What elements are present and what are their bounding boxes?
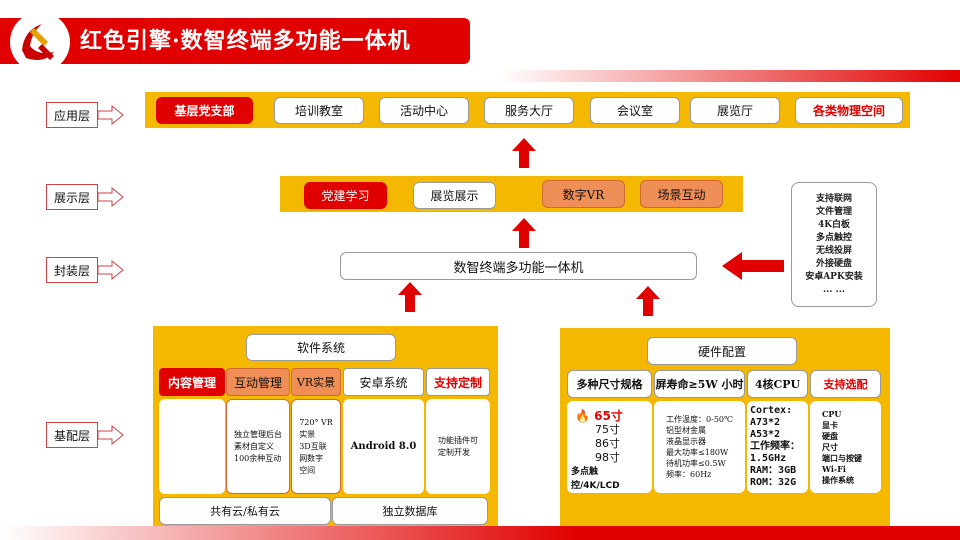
arrow-up-icon [398,282,422,312]
feature-item: 外接硬盘 [815,259,852,269]
arrow-right-icon [98,260,124,280]
features-box: 支持联网 文件管理 4K白板 多点触控 无线投屏 外接硬盘 安卓APK安装 ..… [791,182,877,307]
display-item-party-study[interactable]: 党建学习 [304,182,387,209]
hardware-tab-options[interactable]: 支持选配 [810,370,881,398]
app-item-service-hall[interactable]: 服务大厅 [484,97,574,124]
layer-label-package: 封装层 [46,257,98,283]
software-cloud: 共有云/私有云 [159,497,331,525]
software-title: 软件系统 [246,334,396,361]
hardware-cell-cpu: Cortex: A73*2 A53*2 工作频率： 1.5GHz RAM：3GB… [747,401,808,493]
app-item-exhibition-hall[interactable]: 展览厅 [690,97,780,124]
software-cell-vr: 720° VR 实景 3D互联 网数字 空间 [291,399,341,494]
size-item: 75寸 [595,423,620,436]
software-cell-content: 独立管理后台 素材自定义 [159,399,225,494]
software-cell-custom: 功能插件可 定制开发 [426,399,490,494]
size-item: 86寸 [595,437,620,450]
hardware-tab-cpu[interactable]: 4核CPU [747,370,808,398]
hardware-cell-screen: 工作温度：0-50℃ 铝型材金属 液晶显示器 最大功率≤180W 待机功率≤0.… [654,401,745,493]
software-cell-interaction: 独立管理后台 素材自定义 100余种互动 [226,399,290,494]
app-item-activity[interactable]: 活动中心 [379,97,469,124]
package-box: 数智终端多功能一体机 [340,252,697,280]
hardware-cell-sizes: 🔥 65寸 75寸 86寸 98寸 多点触控/4K/LCD [567,401,652,493]
display-item-digital-vr[interactable]: 数字VR [542,180,625,208]
arrow-right-icon [98,105,124,125]
software-tab-content[interactable]: 内容管理 [159,368,225,396]
party-emblem-icon [8,10,72,74]
feature-item: 安卓APK安装 [805,272,863,282]
hardware-tab-sizes[interactable]: 多种尺寸规格 [567,370,652,398]
app-item-party-branch[interactable]: 基层党支部 [156,97,253,124]
feature-item: 无线投屏 [815,246,852,256]
layer-label-base: 基配层 [46,422,98,448]
size-item: 65寸 [594,409,623,423]
software-database: 独立数据库 [332,497,488,525]
header-stripe [500,70,960,82]
feature-item: 文件管理 [815,207,852,217]
hardware-cell-options: CPU 显卡 硬盘 尺寸 端口与按键 Wi-Fi 操作系统 [810,401,881,493]
arrow-up-icon [636,286,660,316]
flame-icon: 🔥 [575,409,590,423]
display-item-exhibition[interactable]: 展览展示 [413,182,496,209]
arrow-left-icon [722,252,784,280]
software-tab-custom[interactable]: 支持定制 [426,368,490,396]
size-item: 98寸 [595,451,620,464]
software-tab-vr[interactable]: VR实景 [291,368,341,396]
feature-item: 支持联网 [815,194,852,204]
arrow-right-icon [98,187,124,207]
layer-label-application: 应用层 [46,102,98,128]
feature-item: 4K白板 [817,220,851,230]
hardware-title: 硬件配置 [647,337,797,365]
footer-stripe [0,526,960,540]
software-cell-android: Android 8.0 [343,399,424,494]
software-tab-android[interactable]: 安卓系统 [343,368,424,396]
sizes-note: 多点触控/4K/LCD [571,467,620,491]
app-item-training[interactable]: 培训教室 [274,97,364,124]
arrow-up-icon [512,218,536,248]
display-item-scene-interaction[interactable]: 场景互动 [640,180,723,208]
hardware-tab-lifetime[interactable]: 屏寿命≥5W 小时 [654,370,745,398]
app-item-meeting-room[interactable]: 会议室 [590,97,680,124]
app-item-physical-spaces[interactable]: 各类物理空间 [795,97,903,124]
arrow-up-icon [512,138,536,168]
software-tab-interaction[interactable]: 互动管理 [226,368,290,396]
arrow-right-icon [98,425,124,445]
layer-label-display: 展示层 [46,184,98,210]
feature-item: 多点触控 [815,233,852,243]
header-banner [0,18,470,64]
feature-item: ... ... [823,285,845,295]
page-title: 红色引擎·数智终端多功能一体机 [80,28,411,54]
